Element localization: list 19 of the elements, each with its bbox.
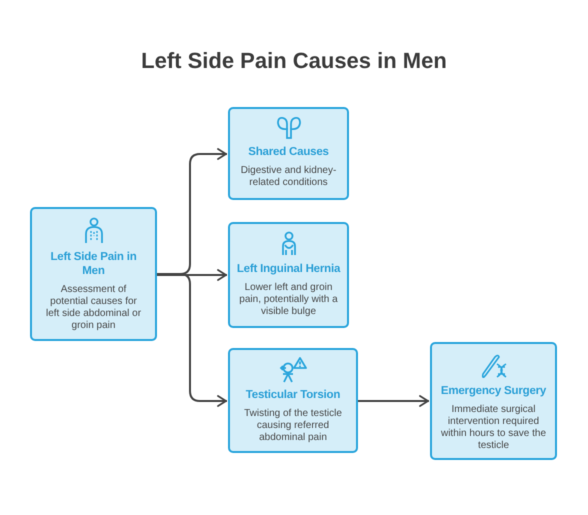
process-box bbox=[30, 207, 157, 341]
arrow bbox=[157, 269, 227, 281]
box-heading: Left Side Pain in Men bbox=[49, 250, 138, 278]
box-description: Immediate surgical intervention required within hours to save the testicle bbox=[440, 404, 548, 452]
box-description: Twisting of the testicle causing referred abdominal pain bbox=[243, 408, 343, 444]
box-description: Digestive and kidney-related conditions bbox=[240, 165, 338, 189]
process-box bbox=[228, 107, 349, 200]
box-heading: Emergency Surgery bbox=[440, 384, 546, 398]
process-box bbox=[430, 342, 557, 460]
process-box bbox=[228, 348, 358, 453]
diagram-title: Left Side Pain Causes in Men bbox=[141, 48, 447, 73]
arrow bbox=[358, 395, 429, 407]
arrow bbox=[157, 273, 227, 407]
box-heading: Left Inguinal Hernia bbox=[236, 262, 340, 276]
box-description: Assessment of potential causes for left side abdominal or groin pain bbox=[44, 284, 142, 332]
process-box bbox=[228, 222, 349, 328]
box-heading: Testicular Torsion bbox=[246, 388, 340, 402]
box-description: Lower left and groin pain, potentially with a visible bulge bbox=[238, 282, 339, 318]
box-heading: Shared Causes bbox=[248, 145, 329, 159]
